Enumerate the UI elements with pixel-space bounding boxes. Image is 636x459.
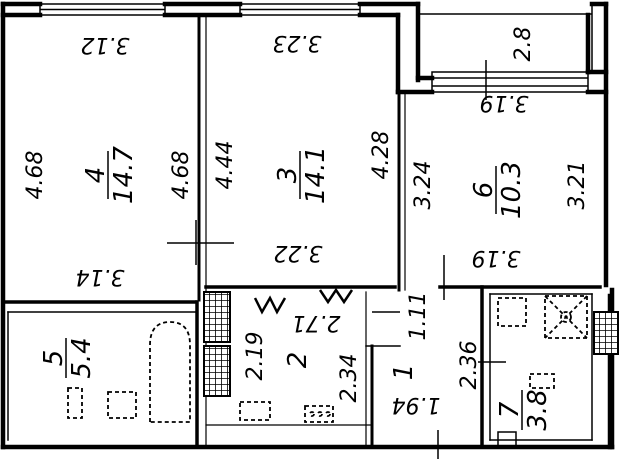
dim-hall-top: 2.71 [292,310,341,335]
dim-r1-bottom: 1.94 [392,392,441,417]
bathtub [149,321,191,423]
room-5-number: 5 [39,350,69,367]
room-4-area: 14.7 [109,146,139,204]
dim-r4-left: 4.68 [23,151,48,200]
dim-balcony-width: 3.19 [480,90,529,115]
dim-r4-top: 3.12 [81,32,130,57]
sink-hall [239,401,334,423]
room-3-area: 14.1 [301,146,331,204]
dimension-labels: 3.12 4.68 4.68 3.14 3.23 4.44 4.28 3.22 … [23,27,590,418]
room-4-number: 4 [81,167,111,184]
room-7-area: 3.8 [523,389,553,430]
door-marks [253,287,354,315]
room-7-number: 7 [495,401,525,418]
dim-r2-right: 2.34 [337,354,362,403]
entry-step [497,431,517,447]
room-6-number: 6 [469,182,499,199]
room-3-number: 3 [273,167,303,184]
room-2-number: 2 [283,352,313,369]
dim-r1-top: 1.11 [406,292,431,341]
dim-r6-right: 3.21 [565,161,590,210]
dim-r4-bottom: 3.14 [76,264,125,289]
dim-r6-bottom: 3.19 [472,245,521,270]
room-labels: 4 14.7 3 14.1 6 10.3 5 5.4 2 1 7 3.8 [39,146,553,431]
balcony [417,4,593,72]
toilet-bath [67,387,137,419]
dim-r4-right: 4.68 [169,151,194,200]
dim-r3-left: 4.44 [213,141,238,190]
dim-r3-bottom: 3.22 [274,240,323,265]
interior-walls [1,13,602,449]
dim-r6-left: 3.24 [411,161,436,210]
outer-walls [0,1,615,450]
room-6-area: 10.3 [497,161,527,219]
dim-r2-left: 2.19 [243,332,268,381]
vent-shafts [203,291,619,397]
dim-balcony-side: 2.8 [511,27,536,62]
dim-r1-right: 2.36 [457,341,482,390]
room-1-number: 1 [389,364,419,381]
dim-r3-top: 3.23 [273,30,322,55]
axis-marks [167,60,506,459]
shower-tray [497,295,588,389]
windows-top [39,3,589,93]
room-5-area: 5.4 [67,337,97,378]
dim-r3-right: 4.28 [369,131,394,180]
